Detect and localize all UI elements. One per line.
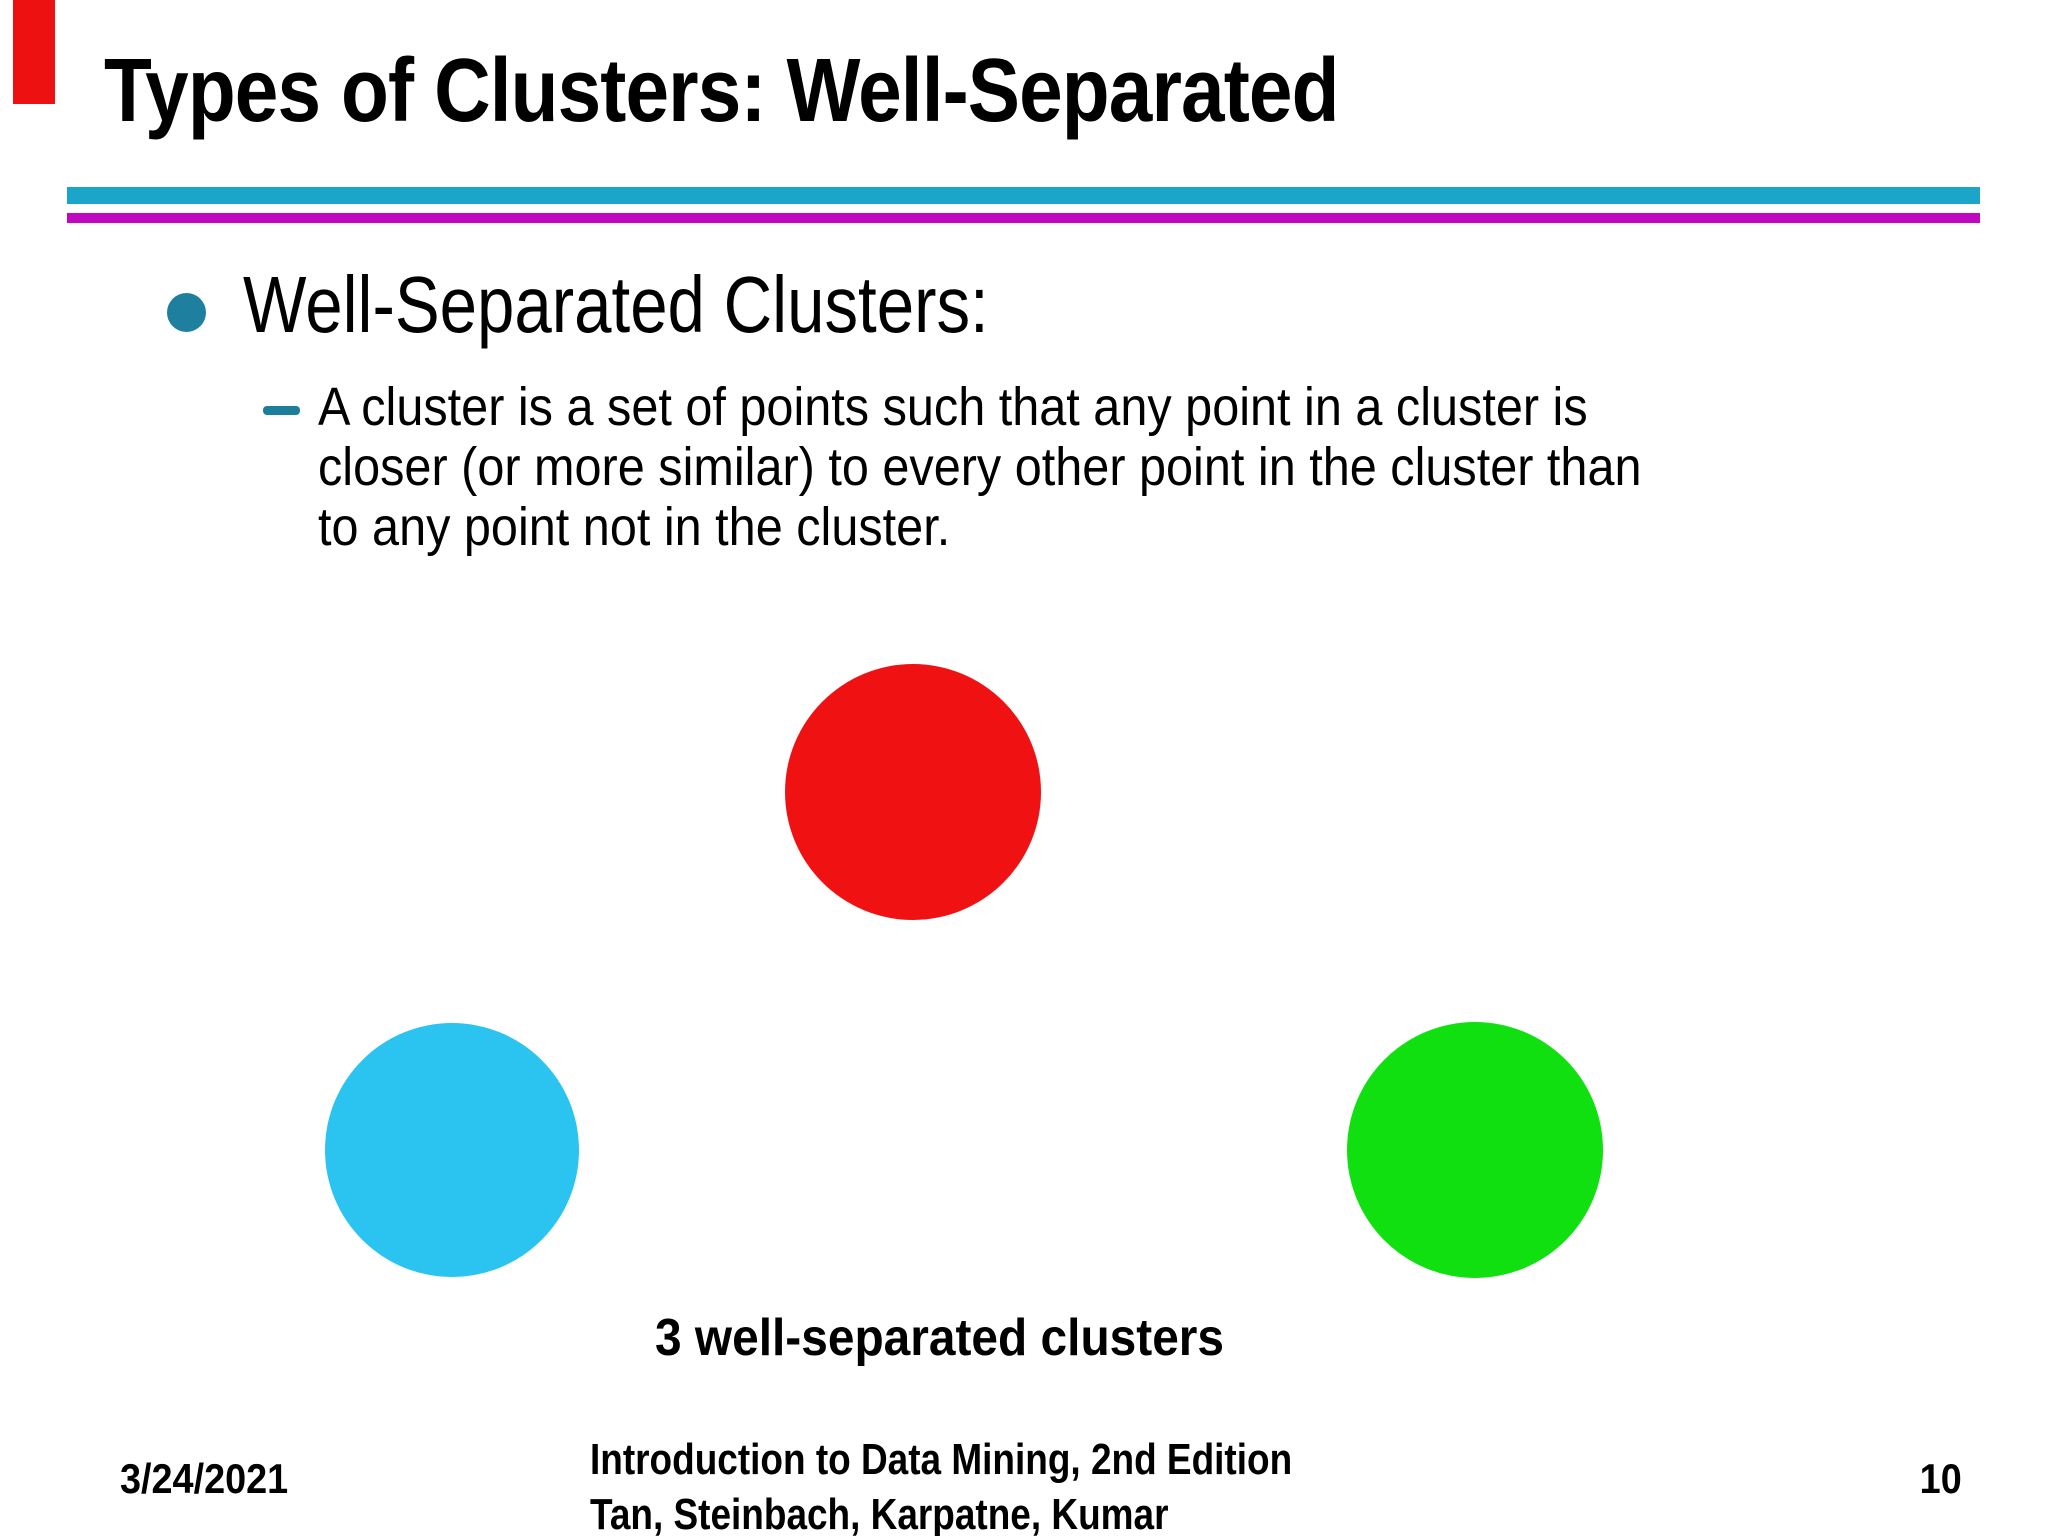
paragraph-line: to any point not in the cluster. <box>318 497 951 557</box>
page-number: 10 <box>1919 1455 1962 1502</box>
footer-reference: Introduction to Data Mining, 2nd Edition… <box>590 1432 1292 1536</box>
divider-rule-teal <box>67 187 1980 204</box>
footer-date: 3/24/2021 <box>120 1455 289 1502</box>
paragraph-line: A cluster is a set of points such that a… <box>318 377 1588 437</box>
slide-title: Types of Clusters: Well-Separated <box>104 41 1339 141</box>
green-cluster-circle <box>1347 1022 1603 1278</box>
cyan-cluster-circle <box>325 1023 579 1277</box>
red-cluster-circle <box>785 664 1041 920</box>
figure-caption: 3 well-separated clusters <box>655 1309 1225 1367</box>
red-accent-bar <box>13 0 55 104</box>
paragraph-line: closer (or more similar) to every other … <box>318 437 1642 497</box>
footer-reference-line: Introduction to Data Mining, 2nd Edition <box>590 1435 1293 1484</box>
bullet-heading: Well-Separated Clusters: <box>243 260 989 349</box>
sub-bullet-paragraph: A cluster is a set of points such that a… <box>318 377 1642 557</box>
bullet-icon <box>167 293 206 332</box>
dash-icon <box>263 406 300 415</box>
divider-rule-magenta <box>67 213 1980 223</box>
footer-reference-line: Tan, Steinbach, Karpatne, Kumar <box>590 1490 1169 1536</box>
